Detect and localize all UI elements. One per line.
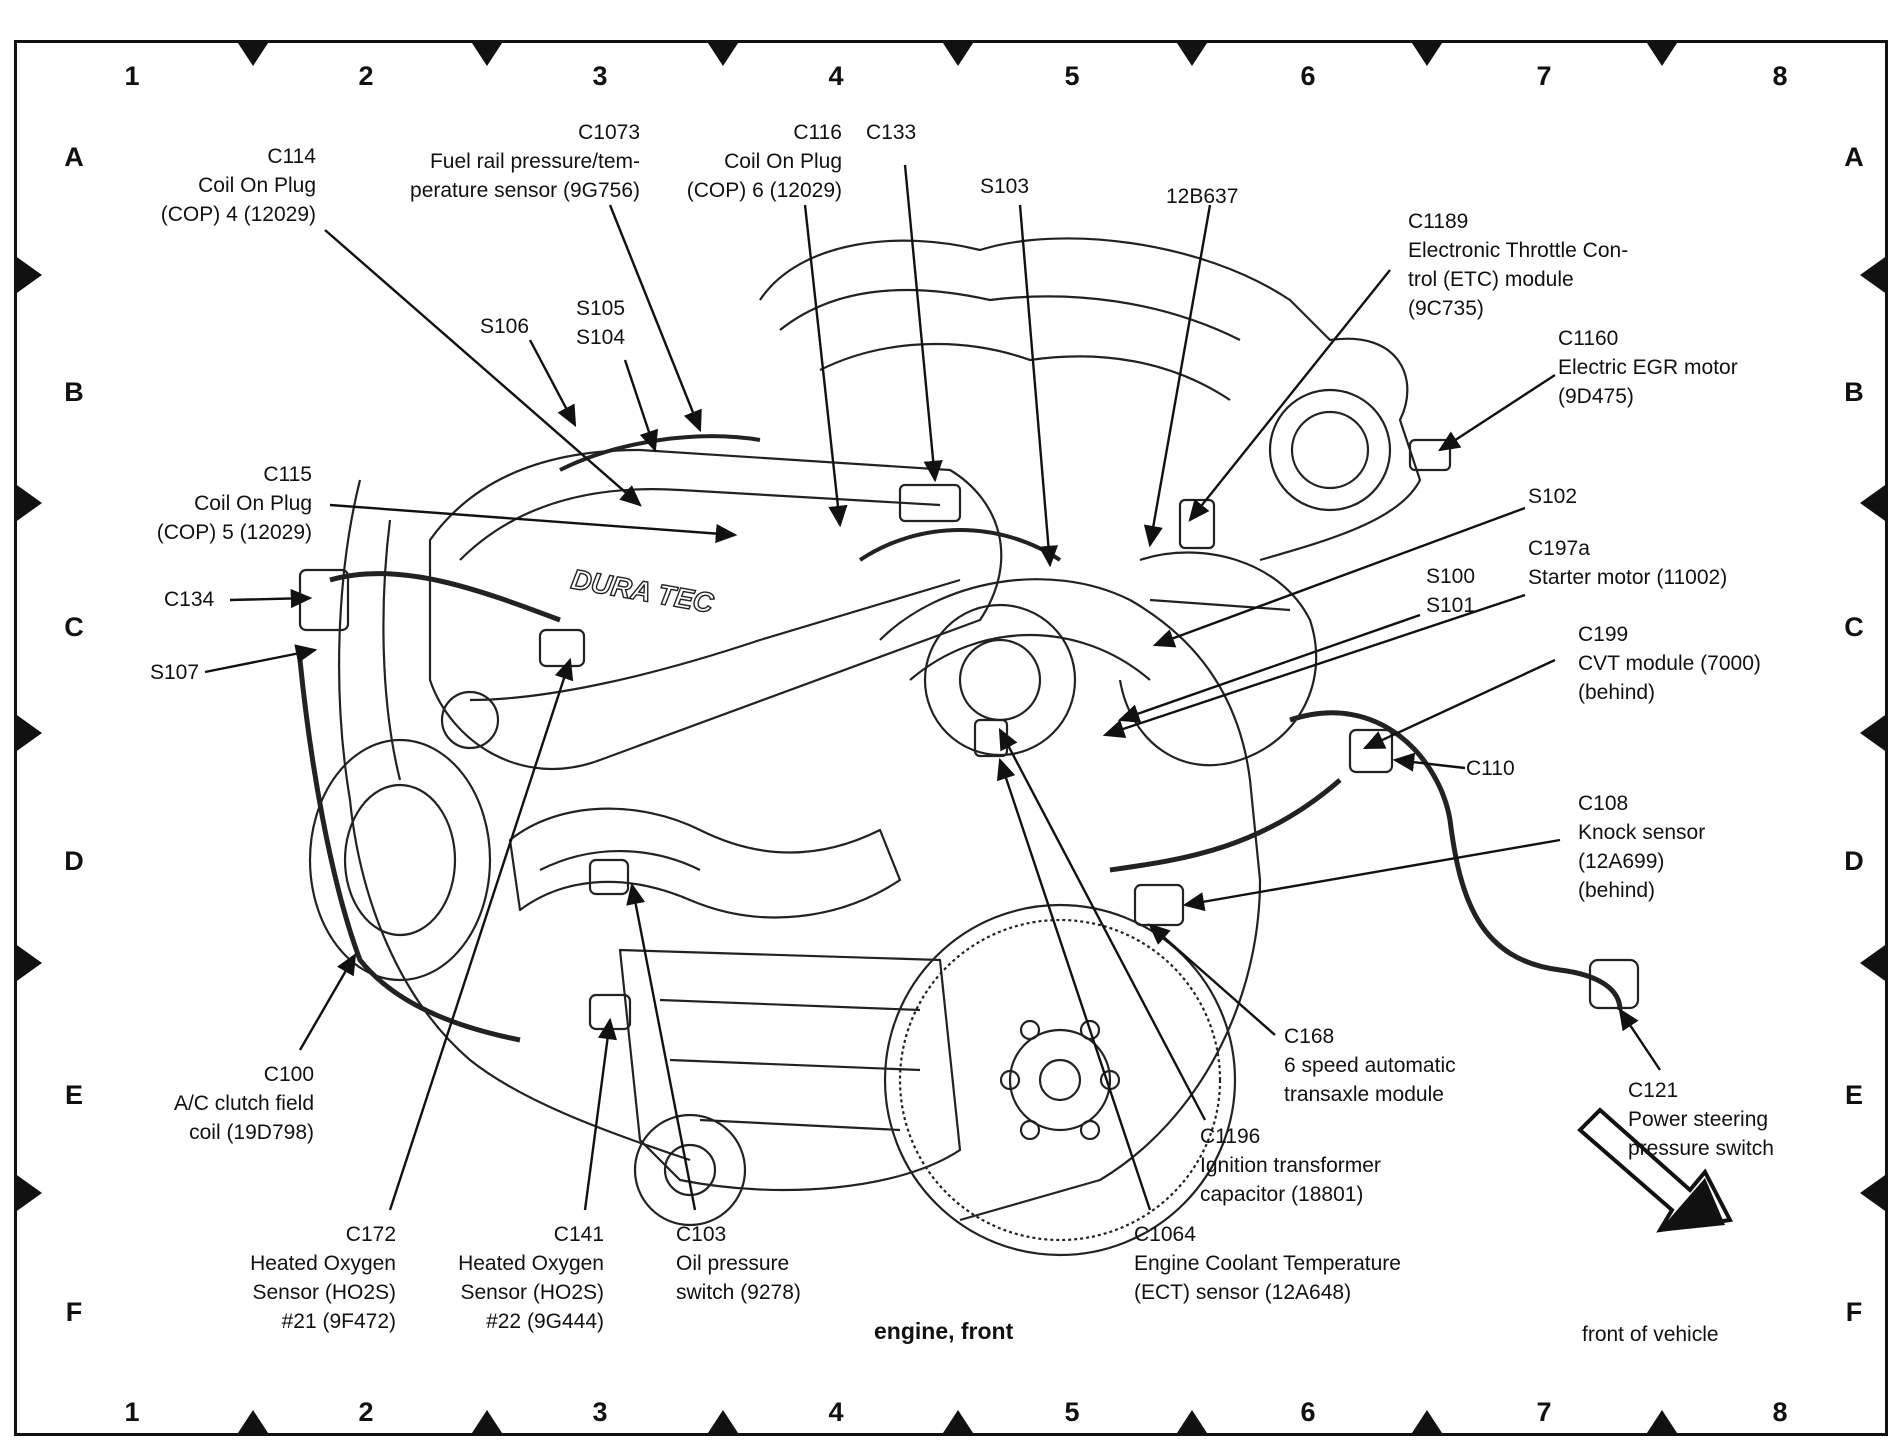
border-markers xyxy=(14,40,1888,1436)
grid-column-5-top: 5 xyxy=(1064,61,1080,91)
grid-row-f-right: F xyxy=(1845,1297,1863,1327)
grid-row-b-left: B xyxy=(64,377,84,407)
engine-body xyxy=(297,237,1640,1257)
grid-row-c-right: C xyxy=(1844,612,1864,642)
callout-12b637: 12B637 xyxy=(1166,185,1239,208)
grid-column-2-top: 2 xyxy=(358,61,374,91)
callout-c110: C110 xyxy=(1466,757,1515,780)
grid-row-f-left: F xyxy=(65,1297,83,1327)
grid-row-d-right: D xyxy=(1844,846,1864,876)
callout-s102: S102 xyxy=(1528,485,1578,508)
grid-row-a-left: A xyxy=(64,142,84,172)
callout-c100: C100 A/C clutch field coil (19D798) xyxy=(173,1063,314,1144)
front-of-vehicle-arrow-icon xyxy=(1577,1107,1734,1233)
grid-column-8-top: 8 xyxy=(1772,61,1788,91)
callout-c133: C133 xyxy=(866,121,917,144)
grid-row-c-left: C xyxy=(64,612,84,642)
grid-column-6-bottom: 6 xyxy=(1300,1397,1316,1427)
callout-s107: S107 xyxy=(150,661,200,684)
duratec-badge: DURA TEC xyxy=(569,563,717,619)
callout-c108: C108 Knock sensor (12A699) (behind) xyxy=(1578,792,1706,902)
callout-c1196: C1196 Ignition transformer capacitor (18… xyxy=(1200,1125,1381,1206)
callout-c141: C141 Heated Oxygen Sensor (HO2S) #22 (9G… xyxy=(458,1223,604,1333)
callout-c168: C168 6 speed automatic transaxle module xyxy=(1284,1025,1456,1106)
callout-c172: C172 Heated Oxygen Sensor (HO2S) #21 (9F… xyxy=(250,1223,396,1333)
diagram-caption: engine, front xyxy=(874,1318,1014,1344)
grid-row-b-right: B xyxy=(1844,377,1864,407)
callout-c1073: C1073 Fuel rail pressure/tem- perature s… xyxy=(410,121,640,202)
grid-column-7-bottom: 7 xyxy=(1536,1397,1552,1427)
grid-column-6-top: 6 xyxy=(1300,61,1316,91)
grid-row-e-right: E xyxy=(1844,1080,1863,1110)
grid-column-3-bottom: 3 xyxy=(592,1397,608,1427)
grid-column-1-top: 1 xyxy=(124,61,140,91)
callout-s100-s101: S100 S101 xyxy=(1426,565,1476,617)
callout-c103: C103 Oil pressure switch (9278) xyxy=(676,1223,801,1304)
callout-s103: S103 xyxy=(980,175,1030,198)
grid-column-7-top: 7 xyxy=(1536,61,1552,91)
grid-column-1-bottom: 1 xyxy=(124,1397,140,1427)
grid-column-5-bottom: 5 xyxy=(1064,1397,1080,1427)
grid-column-4-top: 4 xyxy=(828,61,844,91)
callout-c114: C114 Coil On Plug (COP) 4 (12029) xyxy=(160,145,316,226)
callout-c134: C134 xyxy=(164,588,215,611)
callout-c1064: C1064 Engine Coolant Temperature (ECT) s… xyxy=(1134,1223,1401,1304)
callout-s105-s104: S105 S104 xyxy=(576,297,626,349)
grid-column-2-bottom: 2 xyxy=(358,1397,374,1427)
grid-row-d-left: D xyxy=(64,846,84,876)
callout-s106: S106 xyxy=(480,315,530,338)
grid-column-3-top: 3 xyxy=(592,61,608,91)
front-of-vehicle-label: front of vehicle xyxy=(1582,1323,1719,1346)
callout-c1160: C1160 Electric EGR motor (9D475) xyxy=(1558,327,1738,408)
callout-c116: C116 Coil On Plug (COP) 6 (12029) xyxy=(686,121,842,202)
callout-c121: C121 Power steering pressure switch xyxy=(1628,1079,1774,1160)
callout-c197a: C197a Starter motor (11002) xyxy=(1528,537,1728,589)
callout-c115: C115 Coil On Plug (COP) 5 (12029) xyxy=(156,463,312,544)
leader-lines xyxy=(204,164,1661,1211)
callout-c199: C199 CVT module (7000) (behind) xyxy=(1578,623,1761,704)
grid-column-8-bottom: 8 xyxy=(1772,1397,1788,1427)
grid-row-a-right: A xyxy=(1844,142,1864,172)
grid-column-4-bottom: 4 xyxy=(828,1397,844,1427)
grid-row-e-left: E xyxy=(64,1080,83,1110)
callout-c1189: C1189 Electronic Throttle Con- trol (ETC… xyxy=(1408,210,1629,320)
